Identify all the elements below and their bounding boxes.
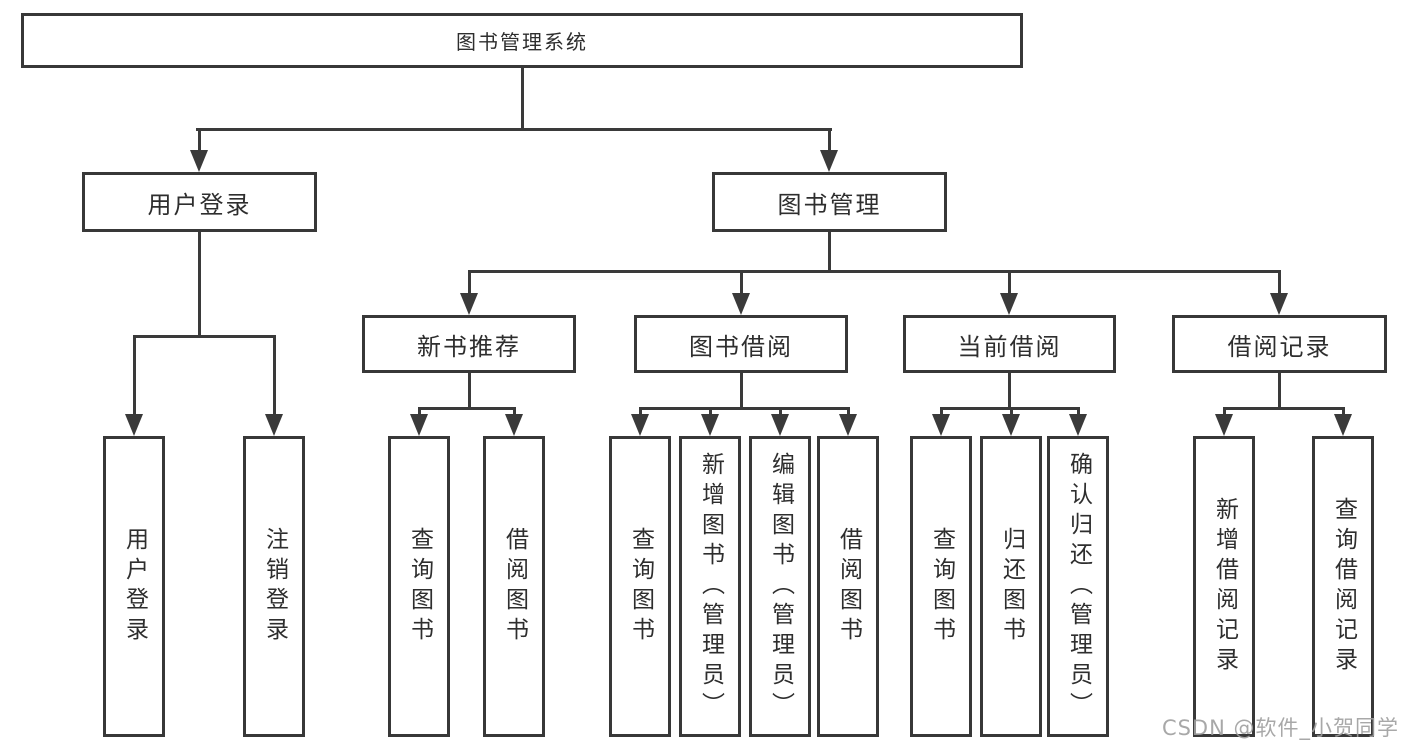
- arrow-down-icon: [505, 414, 523, 436]
- node-user-login: 用户登录: [82, 172, 317, 232]
- leaf-borrow-book: 借阅图书: [817, 436, 879, 737]
- connector-drop: [1008, 270, 1011, 295]
- arrow-down-icon: [820, 150, 838, 172]
- leaf-user-login: 用户登录: [103, 436, 165, 737]
- node-book-borrow: 图书借阅: [634, 315, 848, 373]
- connector-bar: [468, 270, 1281, 273]
- leaf-add-borrow-record: 新增借阅记录: [1193, 436, 1255, 737]
- connector-drop: [468, 270, 471, 295]
- connector-stem: [521, 68, 524, 131]
- leaf-query-book-current: 查询图书: [910, 436, 972, 737]
- arrow-down-icon: [839, 414, 857, 436]
- connector-drop: [940, 407, 943, 416]
- connector-stem: [740, 373, 743, 410]
- arrow-down-icon: [1002, 414, 1020, 436]
- connector-drop: [418, 407, 421, 416]
- connector-drop: [1278, 270, 1281, 295]
- arrow-down-icon: [125, 414, 143, 436]
- connector-drop: [828, 128, 831, 152]
- node-borrow-record: 借阅记录: [1172, 315, 1387, 373]
- arrow-down-icon: [771, 414, 789, 436]
- connector-drop: [1010, 407, 1013, 416]
- connector-drop: [639, 407, 642, 416]
- leaf-query-book-recommend: 查询图书: [388, 436, 450, 737]
- leaf-return-book: 归还图书: [980, 436, 1042, 737]
- connector-stem: [1278, 373, 1281, 410]
- arrow-down-icon: [460, 293, 478, 315]
- connector-drop: [847, 407, 850, 416]
- arrow-down-icon: [410, 414, 428, 436]
- node-current-borrow: 当前借阅: [903, 315, 1116, 373]
- leaf-add-book-admin: 新增图书（管理员）: [679, 436, 741, 737]
- connector-stem: [198, 232, 201, 338]
- connector-drop: [740, 270, 743, 295]
- arrow-down-icon: [932, 414, 950, 436]
- leaf-query-book-borrow: 查询图书: [609, 436, 671, 737]
- arrow-down-icon: [1334, 414, 1352, 436]
- connector-drop: [709, 407, 712, 416]
- connector-stem: [1008, 373, 1011, 410]
- connector-drop: [1223, 407, 1226, 416]
- connector-drop: [1077, 407, 1080, 416]
- arrow-down-icon: [265, 414, 283, 436]
- connector-bar: [133, 335, 276, 338]
- arrow-down-icon: [631, 414, 649, 436]
- arrow-down-icon: [1000, 293, 1018, 315]
- leaf-edit-book-admin: 编辑图书（管理员）: [749, 436, 811, 737]
- connector-bar: [639, 407, 850, 410]
- arrow-down-icon: [732, 293, 750, 315]
- node-new-book-recommend: 新书推荐: [362, 315, 576, 373]
- connector-drop: [513, 407, 516, 416]
- connector-drop: [779, 407, 782, 416]
- csdn-watermark: CSDN @软件_小贺同学: [1161, 716, 1399, 740]
- arrow-down-icon: [1215, 414, 1233, 436]
- node-system-root: 图书管理系统: [21, 13, 1023, 68]
- connector-drop: [273, 335, 276, 416]
- arrow-down-icon: [701, 414, 719, 436]
- leaf-borrow-book-recommend: 借阅图书: [483, 436, 545, 737]
- connector-drop: [198, 128, 201, 152]
- leaf-query-borrow-record: 查询借阅记录: [1312, 436, 1374, 737]
- node-book-management: 图书管理: [712, 172, 947, 232]
- connector-bar: [418, 407, 516, 410]
- connector-drop: [1342, 407, 1345, 416]
- connector-bar: [196, 128, 832, 131]
- connector-stem: [828, 232, 831, 273]
- arrow-down-icon: [190, 150, 208, 172]
- arrow-down-icon: [1270, 293, 1288, 315]
- arrow-down-icon: [1069, 414, 1087, 436]
- leaf-logout: 注销登录: [243, 436, 305, 737]
- connector-drop: [133, 335, 136, 416]
- connector-bar: [1223, 407, 1345, 410]
- connector-stem: [468, 373, 471, 410]
- leaf-confirm-return-admin: 确认归还（管理员）: [1047, 436, 1109, 737]
